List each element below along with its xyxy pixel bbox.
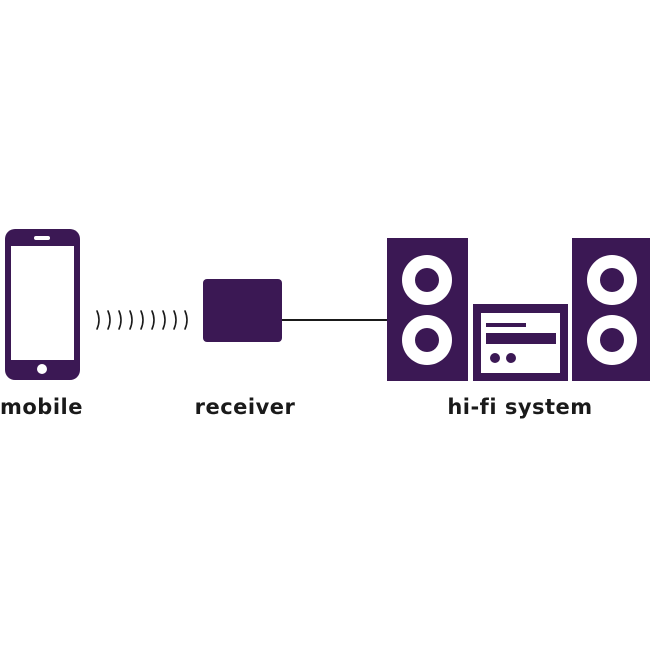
receiver-label: receiver — [194, 395, 296, 419]
stereo-unit — [473, 304, 568, 381]
left-speaker — [387, 238, 468, 381]
hifi-system-label: hi-fi system — [447, 395, 593, 419]
wireless-signal-icon — [96, 310, 188, 330]
right-speaker — [572, 238, 650, 381]
receiver-box-icon — [203, 279, 282, 342]
smartphone-icon — [5, 229, 80, 380]
hifi-stereo-icon — [387, 238, 650, 381]
mobile-label: mobile — [0, 395, 83, 419]
